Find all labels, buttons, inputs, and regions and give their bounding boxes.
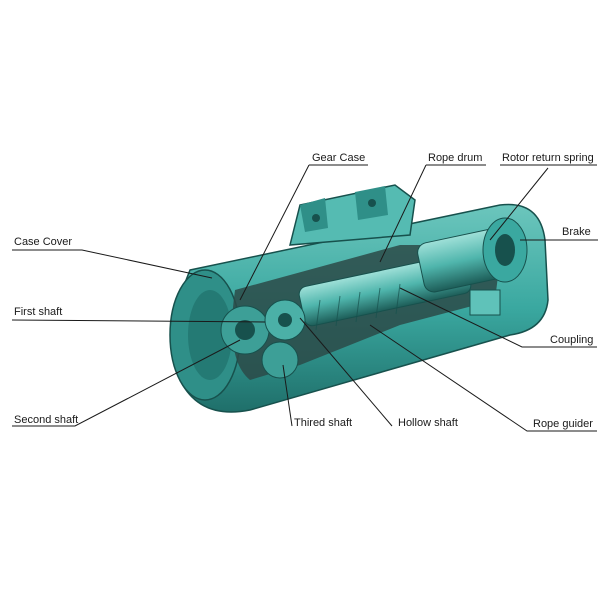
label-thired-shaft: Thired shaft [294,417,353,429]
leader-thired-shaft [282,364,293,427]
leader-case-cover [12,249,213,279]
cutaway-interior [220,217,528,380]
leader-second-shaft [12,339,241,427]
label-rope-drum: Rope drum [428,152,483,164]
leader-rotor-return-spring [489,164,597,241]
leader-gear-case [239,164,368,301]
label-coupling: Coupling [550,334,594,346]
leader-coupling [399,287,597,348]
leader-rope-guider [369,324,597,432]
label-first-shaft: First shaft [14,306,63,318]
label-rotor-return-spring: Rotor return spring [502,152,594,164]
leader-hollow-shaft [299,317,393,427]
leader-lines [11,164,598,432]
label-rope-guider: Rope guider [533,418,593,430]
label-case-cover: Case Cover [14,236,73,248]
label-gear-case: Gear Case [312,152,366,164]
label-second-shaft: Second shaft [14,414,79,426]
leader-first-shaft [11,319,266,323]
label-hollow-shaft: Hollow shaft [398,417,458,429]
label-brake: Brake [562,226,591,238]
leader-rope-drum [379,164,486,263]
